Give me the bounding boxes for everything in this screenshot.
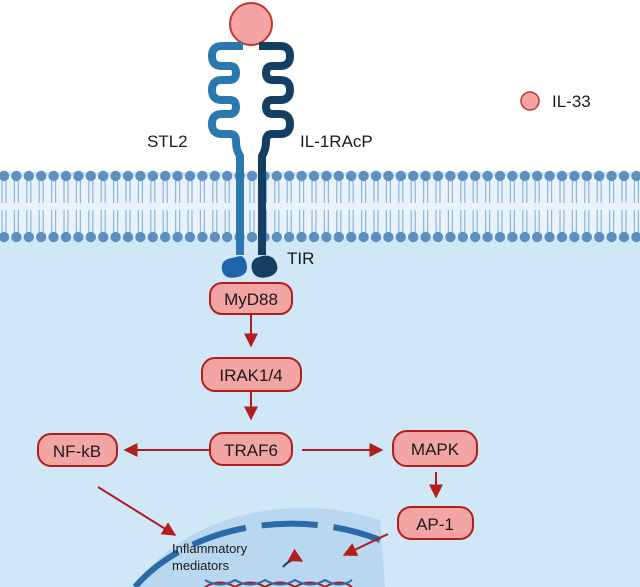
node-ap1-label: AP-1 (416, 515, 454, 534)
transcription-arrow-icon (282, 548, 304, 568)
stl2-receptor (208, 42, 247, 278)
dna-icon (204, 578, 353, 587)
node-mapk-label: MAPK (411, 440, 460, 459)
il-33-ligand (229, 2, 273, 46)
stl2-label: STL2 (147, 132, 188, 151)
node-ap1: AP-1 (397, 506, 474, 540)
nucleus: Inflammatory mediators (132, 507, 385, 587)
arrow-nfkb-nucleus (97, 486, 177, 536)
nucleus-label-line1: Inflammatory (172, 541, 248, 556)
il1racp-label: IL-1RAcP (300, 132, 373, 151)
il1racp-receptor (251, 42, 294, 278)
arrow-ap1-nucleus (342, 533, 389, 556)
node-irak-label: IRAK1/4 (219, 366, 282, 385)
node-irak: IRAK1/4 (201, 357, 302, 392)
tir-label: TIR (287, 249, 314, 268)
signal-arrows (97, 314, 443, 556)
legend-ligand-label: IL-33 (552, 92, 591, 111)
node-myd88-label: MyD88 (224, 290, 278, 309)
cell-membrane (0, 170, 640, 243)
legend-ligand-icon (520, 91, 540, 111)
node-myd88: MyD88 (209, 282, 293, 315)
node-mapk: MAPK (392, 430, 478, 467)
nucleus-label-line2: mediators (172, 558, 230, 573)
node-nfkb-label: NF-kB (53, 442, 101, 461)
node-traf6: TRAF6 (209, 432, 293, 466)
node-nfkb: NF-kB (37, 433, 118, 467)
node-traf6-label: TRAF6 (224, 441, 278, 460)
